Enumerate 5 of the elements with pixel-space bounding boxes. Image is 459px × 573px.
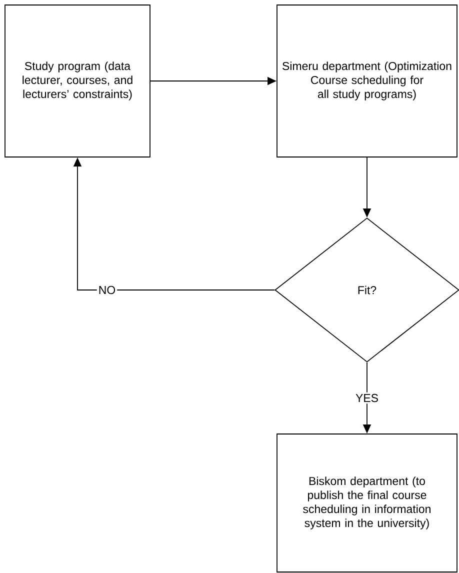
edge-label: NO xyxy=(96,284,118,296)
process-box: Biskom department (to publish the final course scheduling in information system in the university) xyxy=(276,434,458,572)
process-box: Simeru department (Optimization Course scheduling for all study programs) xyxy=(276,4,458,158)
edge-label: YES xyxy=(354,392,380,404)
process-box: Study program (data lecturer, courses, and lecturers’ constraints) xyxy=(4,4,150,158)
